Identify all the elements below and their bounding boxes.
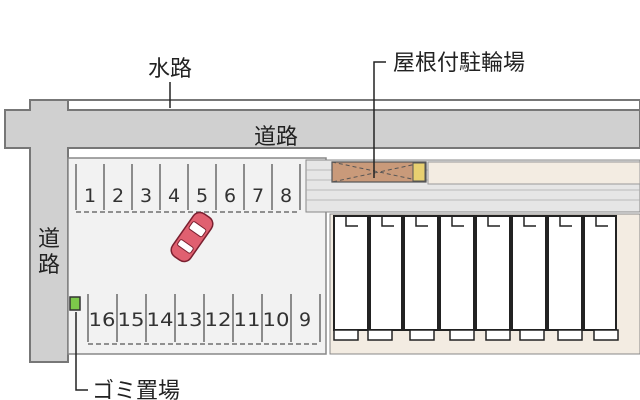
car-icon [170,211,214,263]
stall-number: 5 [196,185,208,207]
building-area [305,159,640,355]
stall-number: 9 [299,309,311,331]
stall-number: 7 [252,185,264,207]
unit-balconies [333,329,619,341]
bike-rack [412,162,426,182]
top-stall-numbers: 1 2 3 4 5 6 7 8 [84,185,292,207]
garden-strip [427,161,640,185]
bottom-stalls [87,294,321,345]
garbage-station-icon [69,296,81,311]
stall-number: 4 [168,185,180,207]
unit [439,215,475,331]
apartment-units [333,215,617,331]
top-stalls [75,164,301,213]
unit [403,215,439,331]
unit [583,215,617,331]
stall-number: 6 [224,185,236,207]
unit [547,215,583,331]
canal-label: 水路 [148,57,192,82]
canal [67,99,640,111]
roads [4,99,640,363]
bottom-stall-numbers: 16 15 14 13 12 11 10 9 [89,309,312,331]
stall-number: 16 [89,309,116,331]
stall-number: 3 [140,185,152,207]
road-left-label-2: 路 [38,253,60,278]
road-top-label: 道路 [254,125,298,150]
parking-lot-area [67,157,327,355]
garbage-leader-line [75,312,88,391]
unit [475,215,511,331]
stall-number: 10 [263,309,290,331]
bike-shed-leader-line [373,61,386,178]
garbage-label: ゴミ置場 [92,379,180,400]
bike-parking-label: 屋根付駐輪場 [393,51,525,76]
stall-number: 14 [147,309,174,331]
stall-number: 1 [84,185,96,207]
stall-number: 15 [118,309,145,331]
stall-number: 2 [112,185,124,207]
stall-number: 13 [176,309,203,331]
stall-number: 11 [234,309,261,331]
stall-number: 8 [280,185,292,207]
unit-doors [345,216,608,227]
unit [511,215,547,331]
road-left-label-1: 道 [38,227,60,252]
unit [333,215,369,331]
unit [369,215,403,331]
parking-lot: 1 2 3 4 5 6 7 8 16 15 14 13 12 11 10 9 [67,157,327,355]
bike-shed-roof-mark [331,161,427,183]
stall-number: 12 [205,309,232,331]
